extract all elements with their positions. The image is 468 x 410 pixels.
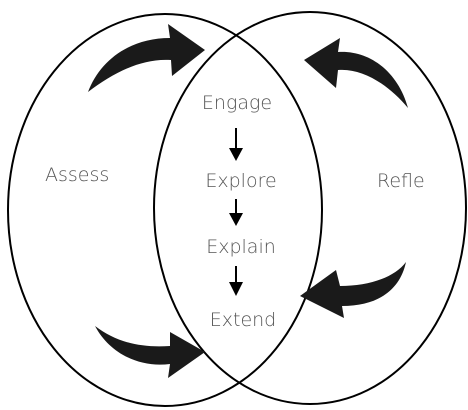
step-extend-label: Extend — [209, 309, 277, 331]
right-circle — [153, 11, 467, 405]
curved-arrow-icon — [95, 326, 205, 378]
down-arrow-icon — [229, 128, 243, 161]
step-engage-label: Engage — [201, 92, 273, 114]
curved-arrow-icon — [88, 24, 205, 92]
down-arrow-icon — [229, 199, 243, 226]
assess-label: Assess — [45, 164, 110, 186]
curved-arrow-icon — [304, 38, 408, 108]
down-arrow-icon — [229, 266, 243, 296]
step-explore-label: Explore — [205, 170, 277, 192]
curved-arrow-icon — [300, 262, 406, 318]
reflect-label: Refle — [377, 170, 425, 192]
step-explain-label: Explain — [206, 236, 276, 258]
left-circle — [7, 13, 323, 407]
